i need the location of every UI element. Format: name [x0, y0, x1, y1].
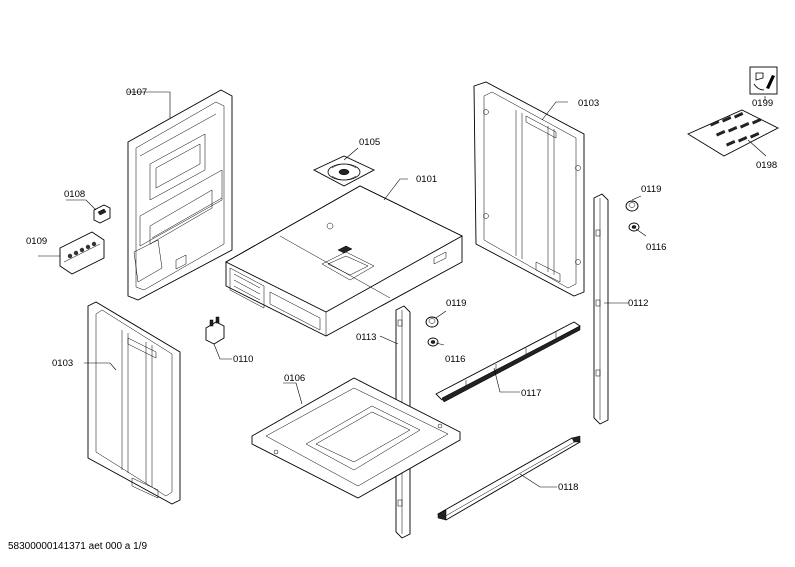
part-0107-rear-panel — [127, 89, 233, 301]
part-0103-side-panel-left — [87, 301, 181, 505]
part-0118-trim-bar — [437, 435, 581, 521]
part-0106-bottom-panel — [251, 377, 461, 499]
label-0110: 0110 — [233, 354, 253, 365]
label-0106: 0106 — [284, 373, 305, 384]
label-0105: 0105 — [359, 137, 380, 148]
label-0119-mid: 0119 — [446, 298, 466, 309]
label-0112: 0112 — [628, 298, 648, 309]
label-0108: 0108 — [64, 189, 85, 200]
label-0103-top: 0103 — [578, 98, 599, 109]
label-0119-right: 0119 — [641, 184, 661, 195]
part-0108-connector — [93, 204, 111, 224]
label-0103-left: 0103 — [52, 358, 73, 369]
label-0107: 0107 — [126, 87, 147, 98]
part-0119-knob-mid — [425, 316, 439, 328]
label-0118: 0118 — [558, 482, 578, 493]
part-0112-vertical-rail — [593, 193, 609, 425]
label-0198: 0198 — [756, 160, 777, 171]
leader-lines — [38, 91, 767, 488]
part-0116-bushing-mid — [427, 337, 439, 347]
label-0117: 0117 — [521, 388, 541, 399]
part-0105-fan — [312, 155, 376, 187]
label-0113: 0113 — [356, 332, 376, 343]
label-0101: 0101 — [416, 174, 437, 185]
part-0109-terminal-block — [59, 231, 105, 275]
part-0117-support-bar — [435, 321, 581, 403]
part-0119-knob-right — [625, 200, 639, 212]
part-labels: 0107 0108 0109 0105 0101 0103 0199 0198 … — [26, 87, 777, 493]
part-0198-cable-set — [687, 109, 779, 157]
label-0109: 0109 — [26, 236, 47, 247]
part-0110-clip — [205, 316, 225, 345]
part-0103-side-panel-right — [473, 81, 585, 297]
tool-wrench-icon — [749, 66, 778, 95]
document-footer-id: 58300000141371 aet 000 a 1/9 — [8, 541, 148, 552]
label-0116-mid: 0116 — [445, 354, 465, 365]
part-0101-oven-cavity — [225, 185, 463, 337]
label-0116-right: 0116 — [646, 242, 666, 253]
label-0199: 0199 — [752, 98, 773, 109]
